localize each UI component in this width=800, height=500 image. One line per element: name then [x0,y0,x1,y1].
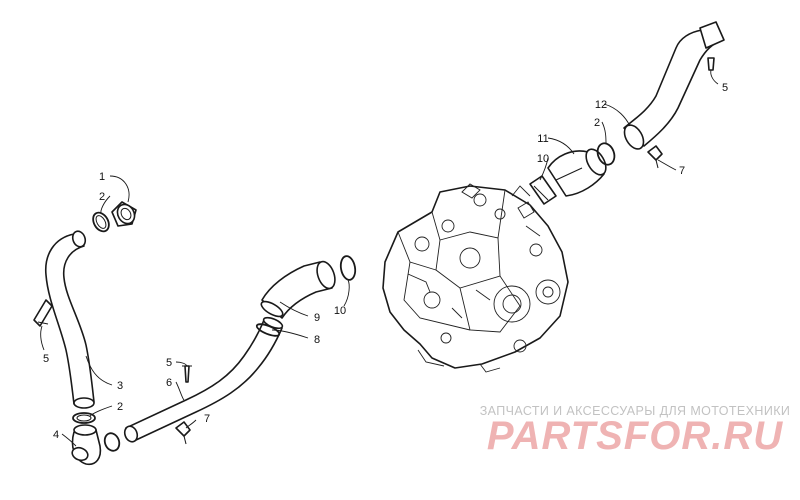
leader-lines [40,69,719,447]
callout-1: 1 [99,171,105,183]
callout-labels: 1 2 5 3 2 4 5 6 7 9 8 10 11 10 12 2 5 7 [43,82,728,441]
callout-9: 9 [314,312,320,324]
hose-part-3 [45,230,95,409]
callout-2-upper-left: 2 [99,191,105,203]
callout-4: 4 [53,429,59,441]
callout-7-right: 7 [679,165,685,177]
clamp-part-2-right [596,142,616,166]
watermark-tagline: ЗАПЧАСТИ И АКСЕССУАРЫ ДЛЯ МОТОТЕХНИКИ [479,404,791,418]
clamp-part-10-right [529,175,557,205]
screw-part-5-left [33,299,53,327]
ring-part-8 [255,323,281,337]
clamp-part-2-upper-left [92,211,110,233]
elbow-part-4 [71,424,102,466]
callout-2-right: 2 [594,117,600,129]
callout-11: 11 [537,133,548,145]
coupler-part-1 [111,201,137,227]
boot-part-11 [547,148,607,197]
callout-12: 12 [595,99,607,111]
inlet-tube-part-9 [260,260,336,319]
callout-10-center: 10 [334,305,346,317]
tube-part-12 [623,21,725,150]
tube-part-6 [123,316,284,443]
callout-3: 3 [117,380,123,392]
screw-part-5-right [707,57,715,71]
clamp-part-2-bottom-center [103,432,121,452]
callout-5-right: 5 [722,82,728,94]
fastener-part-7-center [175,421,191,445]
callout-6: 6 [166,377,172,389]
callout-5-center: 5 [166,357,172,369]
clamp-part-2-lower-left [72,412,96,424]
engine-assembly [382,183,569,373]
callout-8: 8 [314,334,320,346]
fastener-part-7-right [647,145,663,169]
callout-5-left: 5 [43,353,49,365]
screw-part-5-center [182,365,192,383]
clamp-part-10-center [339,255,357,281]
callout-10-right: 10 [537,153,549,165]
watermark-logo: PARTSFOR.RU [486,414,784,458]
callout-7-center: 7 [204,413,210,425]
callout-2-lower-left: 2 [117,401,123,413]
